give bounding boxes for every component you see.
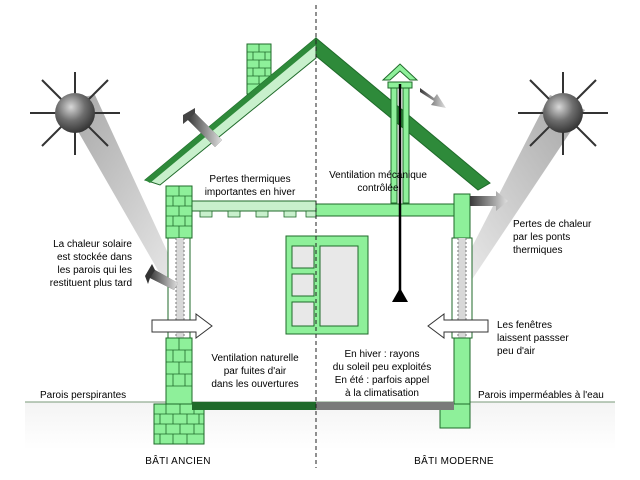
label-solar-2: est stockée dans: [57, 252, 132, 263]
label-left-wall: Parois perspirantes: [40, 390, 126, 401]
modern-wall: [439, 193, 473, 429]
label-left-title: BÂTI ANCIEN: [145, 454, 211, 467]
label-right-wall: Parois imperméables à l'eau: [478, 390, 604, 401]
old-ceiling: [191, 200, 317, 212]
vmc-air-arrow: [392, 84, 408, 302]
label-right-title: BÂTI MODERNE: [414, 454, 494, 467]
label-solar-1: La chaleur solaire: [53, 239, 132, 250]
right-air-arrow: [427, 313, 489, 339]
bridges-label: Pertes de chaleur par les ponts thermiqu…: [513, 219, 592, 256]
old-roof-label: Pertes thermiques importantes en hiver: [205, 174, 296, 198]
label-natvent-2: par fuites d'air: [224, 366, 287, 377]
label-winter-3: En été : parfois appel: [335, 375, 430, 386]
solar-label: La chaleur solaire est stockée dans les …: [50, 239, 133, 289]
label-bridges-3: thermiques: [513, 245, 562, 256]
right-sun-icon: [518, 72, 608, 155]
old-ceiling-beams: [199, 210, 317, 218]
central-window: [285, 235, 369, 335]
mech-vent-label: Ventilation mécanique contrôlée: [329, 170, 427, 194]
label-natvent-1: Ventilation naturelle: [211, 353, 299, 364]
label-bridges: Pertes de chaleur: [513, 219, 592, 230]
label-bridges-2: par les ponts: [513, 232, 570, 243]
modern-floor: [316, 402, 454, 410]
left-sun-beam: [60, 95, 185, 300]
label-old-roof-2: importantes en hiver: [205, 187, 296, 198]
natvent-label: Ventilation naturelle par fuites d'air d…: [211, 353, 299, 390]
windows-label: Les fenêtres laissent passser peu d'air: [497, 320, 569, 357]
label-windows-2: laissent passser: [497, 333, 569, 344]
label-windows-3: peu d'air: [497, 346, 536, 357]
solar-restitution-arrow-body: [150, 270, 178, 290]
left-sun-icon: [30, 72, 120, 155]
thermal-bridge-arrow: [470, 191, 508, 211]
left-air-leak-arrow: [151, 313, 213, 339]
old-floor: [192, 402, 316, 410]
label-solar-3: les parois qui les: [58, 265, 132, 276]
old-roof-edge: [145, 38, 316, 183]
winter-label: En hiver : rayons du soleil peu exploité…: [333, 349, 431, 399]
label-windows-1: Les fenêtres: [497, 320, 552, 331]
label-natvent-3: dans les ouvertures: [211, 379, 298, 390]
label-winter-4: à la climatisation: [345, 388, 419, 399]
label-old-roof: Pertes thermiques: [209, 174, 290, 185]
roof-heat-loss-arrow-body: [188, 113, 222, 147]
old-wall: [153, 185, 205, 445]
label-winter-1: En hiver : rayons: [344, 349, 419, 360]
label-winter-2: du soleil peu exploités: [333, 362, 431, 373]
label-mech-vent: Ventilation mécanique: [329, 170, 427, 181]
label-mech-vent-2: contrôlée: [357, 183, 399, 194]
modern-ceiling: [315, 203, 457, 217]
vmc-exhaust-arrow: [420, 88, 446, 108]
label-solar-4: restituent plus tard: [50, 278, 132, 289]
right-sun-beam: [455, 95, 585, 290]
